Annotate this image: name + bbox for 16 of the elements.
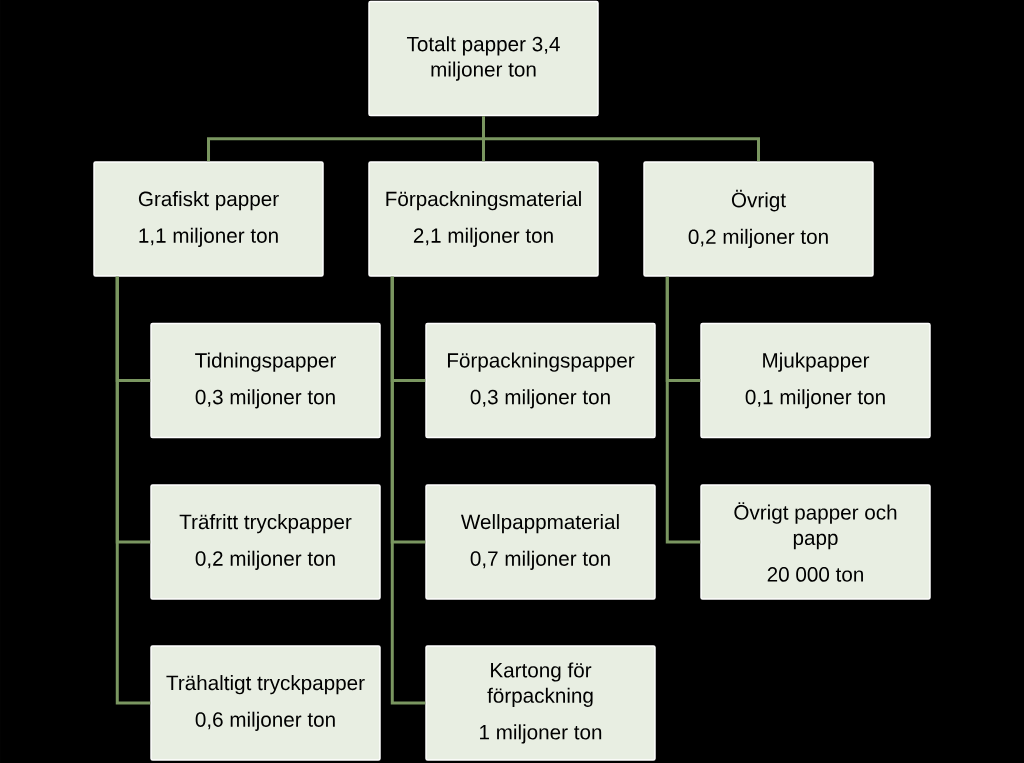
- category-box: Wellpappmaterial 0,7 miljoner ton: [425, 484, 656, 600]
- connector-line: [390, 276, 426, 705]
- category-box: Förpackningspapper 0,3 miljoner ton: [425, 322, 656, 439]
- category-box: Mjukpapper 0,1 miljoner ton: [700, 322, 931, 439]
- category-box: Övrigt papper och papp 20 000 ton: [700, 484, 931, 600]
- category-box: Träfritt tryckpapper 0,2 miljoner ton: [150, 484, 381, 600]
- category-box: Övrigt 0,2 miljoner ton: [643, 161, 874, 277]
- connector-line: [207, 116, 760, 162]
- category-box: Förpackningsmaterial 2,1 miljoner ton: [368, 161, 599, 277]
- category-box: Totalt papper 3,4 miljoner ton: [368, 0, 599, 117]
- category-box: Trähaltigt tryckpapper 0,6 miljoner ton: [150, 645, 381, 761]
- category-box: Grafiskt papper 1,1 miljoner ton: [93, 161, 324, 277]
- connector-line: [665, 276, 701, 544]
- category-box: Tidningspapper 0,3 miljoner ton: [150, 322, 381, 439]
- connector-line: [115, 276, 151, 705]
- category-box: Kartong för förpackning 1 miljoner ton: [425, 645, 656, 761]
